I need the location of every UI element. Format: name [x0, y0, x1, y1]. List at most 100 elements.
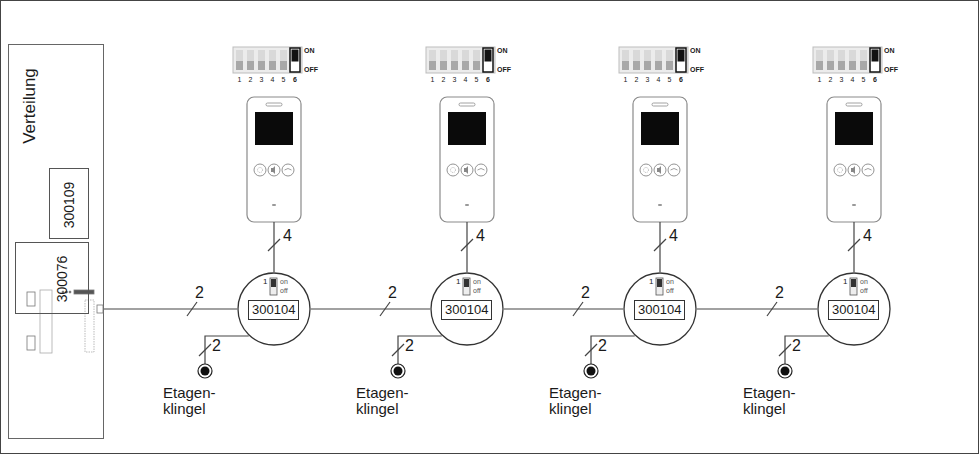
connector	[311, 302, 430, 316]
distribution-box: Verteilung 300109 300076	[8, 44, 104, 439]
wire-count: 2	[388, 285, 397, 301]
dip-state: ON	[884, 47, 895, 54]
floor-bell: Etagen- klingel	[546, 356, 610, 420]
dip-number: 4	[851, 76, 855, 83]
wire-count: 4	[669, 228, 678, 244]
connector	[585, 336, 635, 364]
circle-border	[818, 273, 890, 345]
switch-number: 1	[456, 278, 460, 287]
switch-off: off	[280, 287, 288, 295]
dip-number: 6	[486, 76, 490, 83]
dip-number: 5	[862, 76, 866, 83]
dip-state: ON	[304, 47, 315, 54]
wire	[697, 308, 817, 309]
switch-number: 1	[263, 278, 267, 287]
connector	[104, 302, 237, 316]
drawing-part	[9, 45, 104, 439]
dip-number: 2	[829, 76, 833, 83]
bell-outer	[198, 364, 212, 378]
dip-number: 5	[475, 76, 479, 83]
bell-inner	[587, 367, 596, 376]
connector	[697, 302, 817, 316]
junction-circle: 1onoff300104	[237, 272, 311, 346]
dip-number: 3	[260, 76, 264, 83]
drawing-part	[27, 336, 35, 350]
dip-number: 4	[271, 76, 275, 83]
dip-number: 4	[657, 76, 661, 83]
switch-lever	[271, 279, 276, 287]
connector	[392, 336, 442, 364]
switch-on: on	[860, 278, 868, 286]
junction-circle: 1onoff300104	[430, 272, 504, 346]
dip-state: OFF	[690, 66, 704, 73]
dip-number: 5	[668, 76, 672, 83]
dip-state: OFF	[497, 66, 511, 73]
drawing-part	[233, 47, 302, 272]
switch-on: on	[280, 278, 288, 286]
wire	[785, 336, 829, 364]
junction-circle: 1onoff300104	[817, 272, 891, 346]
drawing-part	[85, 300, 94, 352]
switch-body	[850, 278, 857, 295]
junction-circle: 1onoff300104	[623, 272, 697, 346]
dip-number: 6	[873, 76, 877, 83]
connector	[779, 336, 829, 364]
dip-state: OFF	[304, 66, 318, 73]
dip-number: 1	[238, 76, 242, 83]
bell-inner	[394, 367, 403, 376]
switch-lever	[464, 279, 469, 287]
wire-count: 2	[405, 338, 414, 354]
module-number: 300109	[62, 181, 77, 228]
module-number: 300076	[55, 256, 70, 303]
device-number: 300104	[828, 300, 879, 320]
floor-bell: Etagen- klingel	[353, 356, 417, 420]
wire-count: 2	[195, 285, 204, 301]
dip-number: 4	[464, 76, 468, 83]
dip-number: 3	[453, 76, 457, 83]
dip-state: OFF	[884, 66, 898, 73]
bell-inner	[201, 367, 210, 376]
floor-bell: Etagen- klingel	[740, 356, 804, 420]
drawing-part	[27, 292, 35, 306]
dip-number: 1	[818, 76, 822, 83]
switch-body	[463, 278, 470, 295]
dip-number: 2	[249, 76, 253, 83]
switch-off: off	[473, 287, 481, 295]
bell-outer	[778, 364, 792, 378]
wire	[591, 336, 635, 364]
bell-label: Etagen- klingel	[356, 385, 416, 417]
wire-count: 2	[581, 285, 590, 301]
panel-title: Verteilung	[21, 68, 40, 144]
bell-outer	[391, 364, 405, 378]
dip-state: ON	[497, 47, 508, 54]
wire-count: 2	[598, 338, 607, 354]
switch-body	[656, 278, 663, 295]
device-number: 300104	[634, 300, 685, 320]
dip-number: 2	[635, 76, 639, 83]
wire	[311, 308, 430, 309]
bell-label: Etagen- klingel	[743, 385, 803, 417]
connector	[199, 336, 249, 364]
circle-border	[624, 273, 696, 345]
wire-count: 2	[775, 285, 784, 301]
switch-off: off	[860, 287, 868, 295]
dip-number: 5	[282, 76, 286, 83]
dip-number: 3	[646, 76, 650, 83]
module-box: 300076	[15, 242, 89, 314]
switch-lever	[851, 279, 856, 287]
dip-number: 6	[679, 76, 683, 83]
bell-inner	[781, 367, 790, 376]
switch-lever	[657, 279, 662, 287]
floor-bell: Etagen- klingel	[160, 356, 224, 420]
dip-number: 1	[624, 76, 628, 83]
switch-on: on	[473, 278, 481, 286]
switch-body	[270, 278, 277, 295]
module-box: 300109	[49, 168, 89, 239]
bell-label: Etagen- klingel	[549, 385, 609, 417]
wire-count: 2	[792, 338, 801, 354]
drawing-part	[97, 305, 103, 313]
